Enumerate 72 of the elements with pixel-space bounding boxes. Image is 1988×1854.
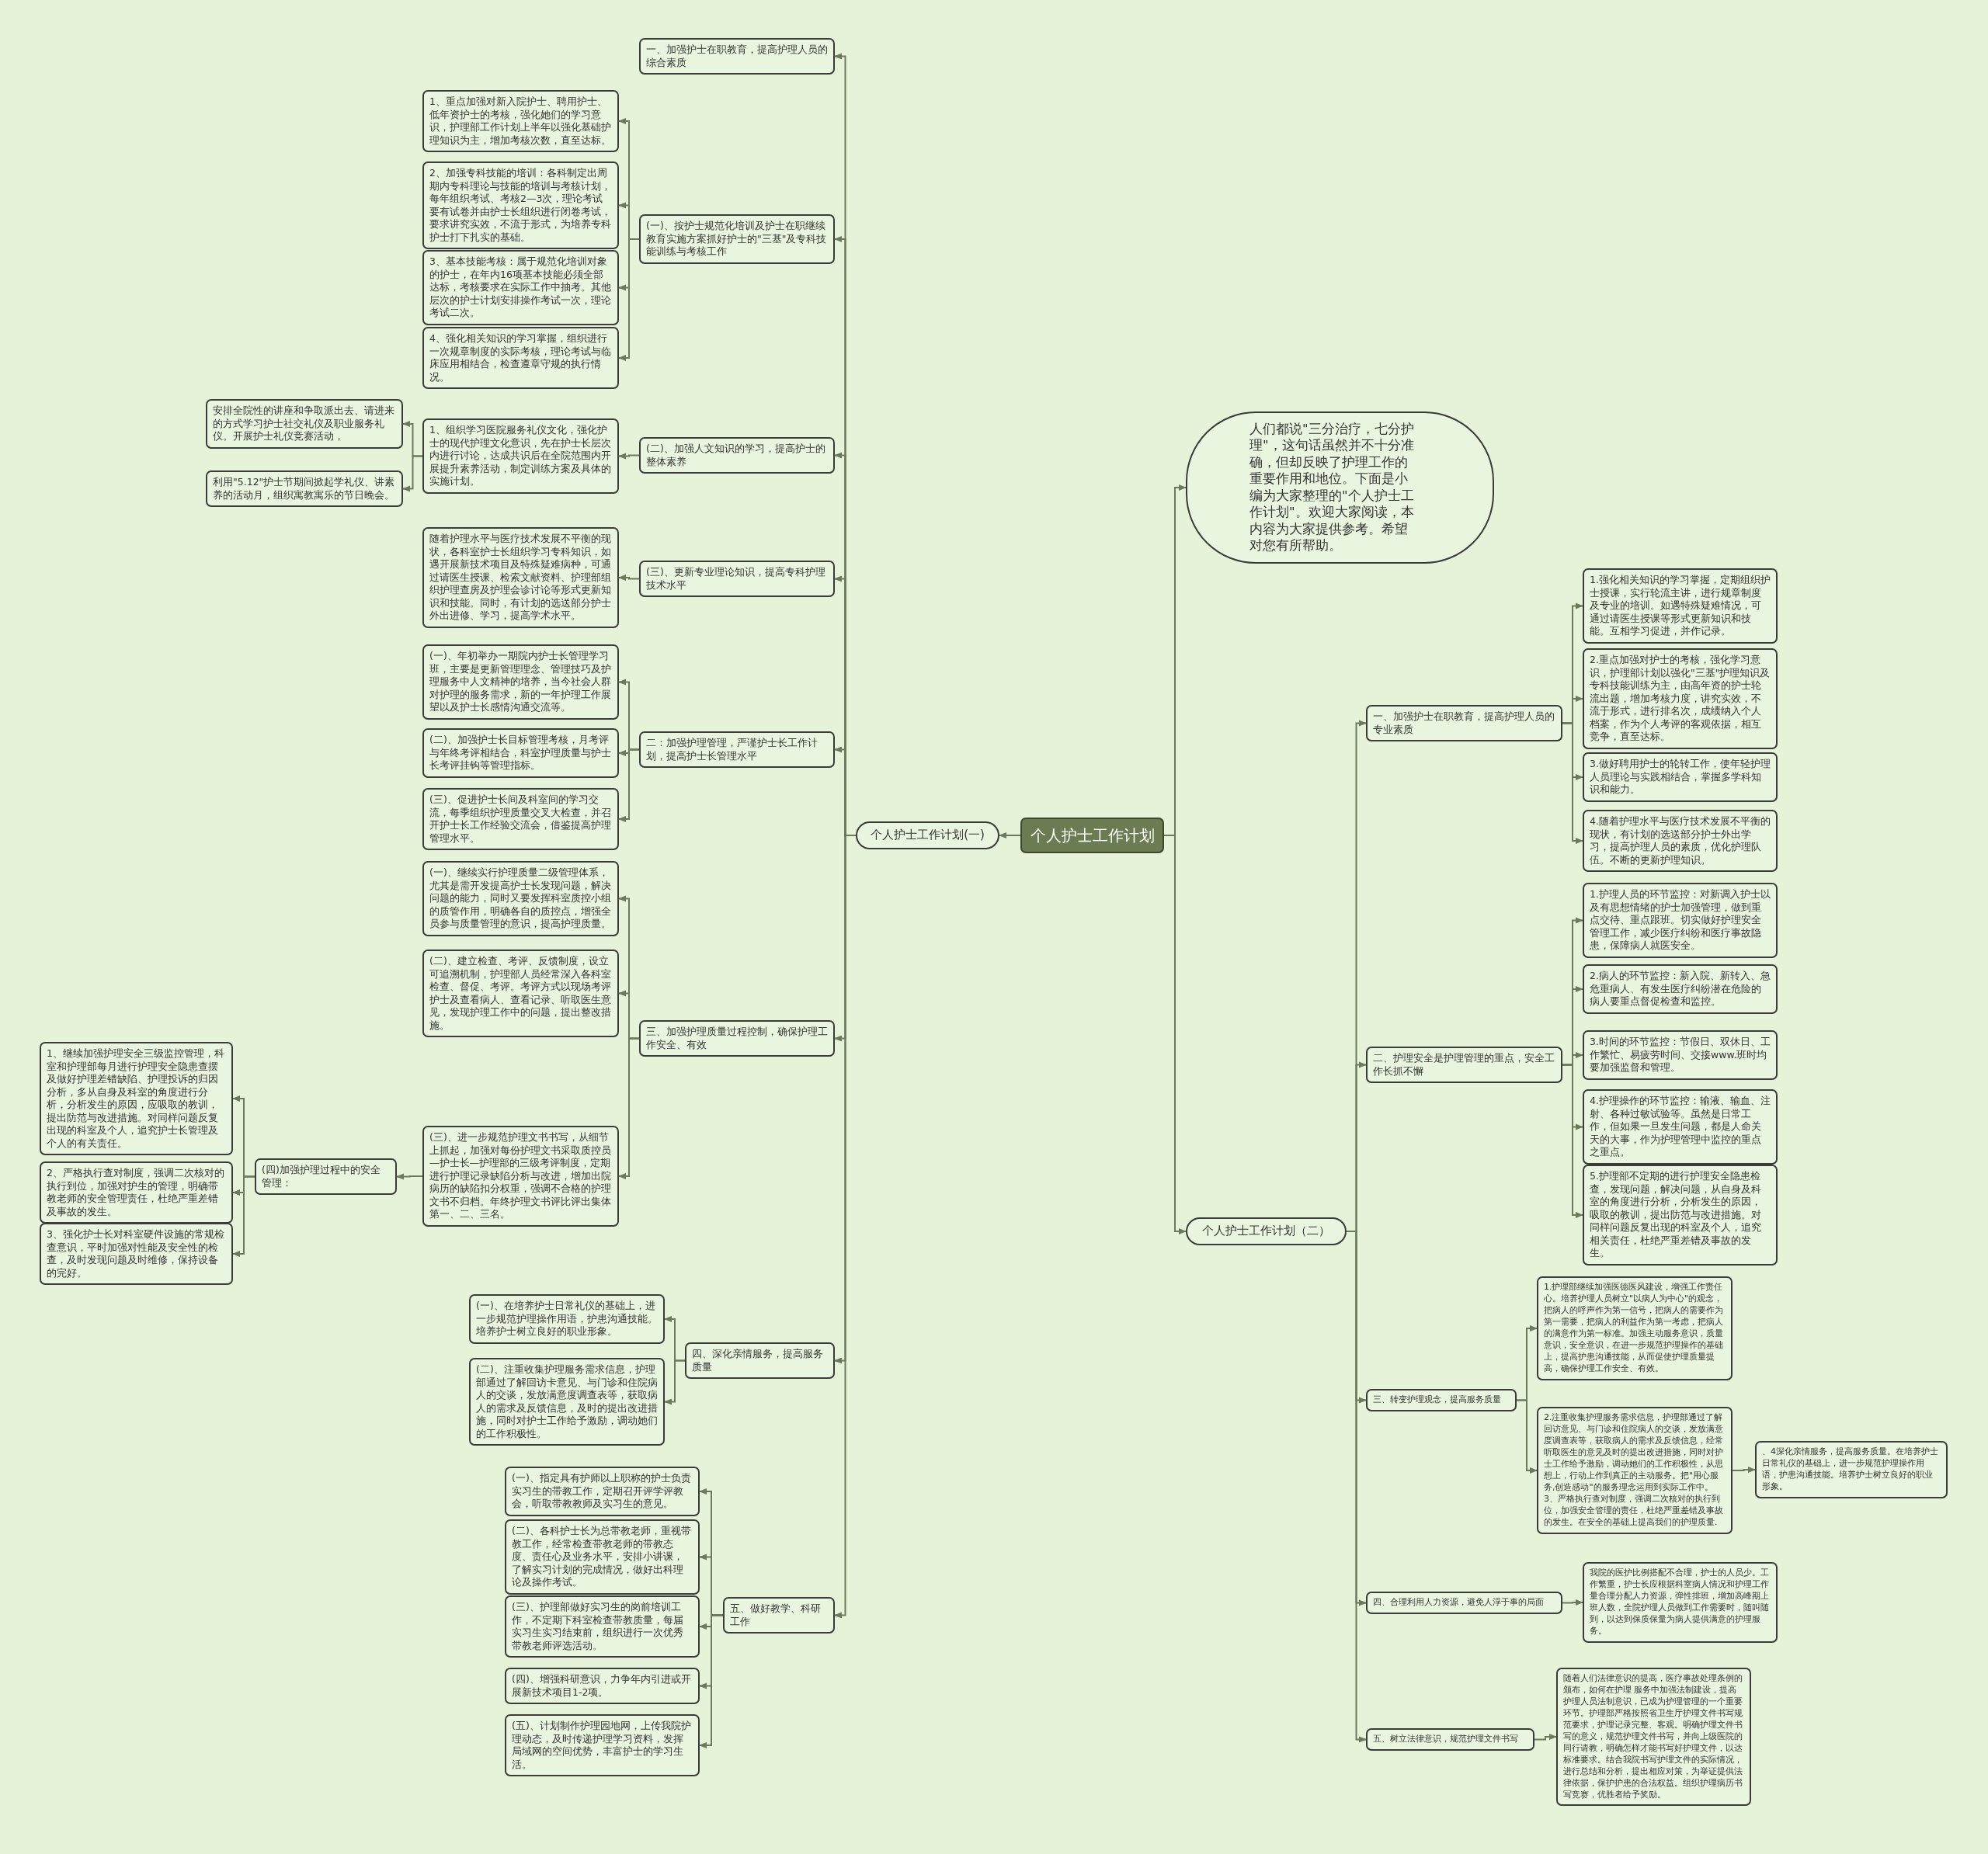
connector-arrow	[618, 238, 640, 361]
topic-box: (二)、加强护士长目标管理考核，月考评与年终考评相结合，科室护理质量与护士长考评挂钩等管理指标。	[422, 728, 619, 778]
topic-box: (三)、更新专业理论知识，提高专科护理技术水平	[639, 561, 835, 597]
topic-box: (三)、进一步规范护理文书书写，从细节上抓起，加强对每份护理文书采取质控员—护士长—护理部的三级考评制度，定期进行护理记录缺陷分析与改进，增加出院病历的缺陷扣分权重，强调不合格的护理文书不归档。年终护理文书评比评出集体第一、二、三名。	[422, 1126, 619, 1227]
topic-box: 安排全院性的讲座和争取派出去、请进来的方式学习护士社交礼仪及职业服务礼仪。开展护士礼仪竞赛活动，	[206, 399, 403, 449]
topic-box: (一)、在培养护士日常礼仪的基础上，进一步规范护理操作用语，护患沟通技能。培养护士树立良好的职业形象。	[469, 1294, 665, 1344]
topic-box: (四)、增强科研意识，力争年内引进或开展新技术项目1-2项。	[505, 1668, 700, 1704]
topic-box: 5.护理部不定期的进行护理安全隐患检查，发现问题，解决问题，从自身及科室的角度进行分析，分析发生的原因，吸取的教训，提出防范与改进措施。对同样问题反复出现的科室及个人，追究相关责任，杜绝严重差错及事故的发生。	[1583, 1165, 1778, 1266]
connector-arrow	[664, 1359, 686, 1405]
topic-box: 三、加强护理质量过程控制，确保护理工作安全、有效	[639, 1020, 835, 1057]
topic-box: 2.重点加强对护士的考核，强化学习意识，护理部计划以强化"三基"护理知识及专科技能训练为主，由高年资的护士轮流出题，增加考核力度，讲究实效，不流于形式，进行排名次，成绩纳入个人档案，作为个人考评的客观依据，相互竞争，直至达标。	[1583, 648, 1778, 749]
connector-arrow	[1562, 1599, 1583, 1606]
connector-arrow	[618, 575, 640, 581]
connector-arrow	[999, 832, 1021, 838]
topic-box: (二)、各科护士长为总带教老师，重视带教工作，经常检查带教老师的带教态度、责任心及业务水平，安排小讲课，了解实习计划的完成情况，做好出科理论及操作考试。	[505, 1519, 700, 1595]
topic-box: 利用"5.12"护士节期间掀起学礼仪、讲素养的活动月，组织寓教寓乐的节日晚会。	[206, 470, 403, 507]
topic-box: 1.护理部继续加强医德医风建设，增强工作责任心。培养护理人员树立"以病人为中心"的观念，把病人的呼声作为第一信号，把病人的需要作为第一需要，把病人的利益作为第一考虑，把病人的满意作为第一标准。加强主动服务意识，质量意识，安全意识，在进一步规范护理操作的基础上，提高护患沟通技能，从而促使护理质量提高，确保护理工作安全、有效。	[1537, 1276, 1733, 1380]
topic-box: 、4深化亲情服务，提高服务质量。在培养护士日常礼仪的基础上，进一步规范护理操作用语，护患沟通技能。培养护士树立良好的职业形象。	[1755, 1441, 1948, 1498]
topic-box: 3.做好聘用护士的轮转工作，使年轻护理人员理论与实践相结合，掌握多学科知识和能力。	[1583, 752, 1778, 802]
connector-arrow	[1732, 1467, 1756, 1473]
topic-box: (四)加强护理过程中的安全管理：	[255, 1158, 397, 1195]
topic-box: (五)、计划制作护理园地网，上传我院护理动态，及时传递护理学习资料，发挥局域网的空间优势，丰富护士的学习生活。	[505, 1714, 700, 1776]
topic-box: 3.时间的环节监控：节假日、双休日、工作繁忙、易疲劳时间、交接www.班时均要加强监督和管理。	[1583, 1030, 1778, 1080]
connector-arrow	[618, 453, 640, 460]
topic-box: 3、强化护士长对科室硬件设施的常规检查意识，平时加强对性能及安全性的检查，及时发现问题及时维修，保持设备的完好。	[40, 1223, 233, 1285]
topic-box: 三、转变护理观念，提高服务质量	[1366, 1389, 1517, 1411]
topic-box: 随着护理水平与医疗技术发展不平衡的现状，各科室护士长组织学习专科知识，如遇开展新技术项目及特殊疑难病种，可通过请医生授课、检索文献资料、护理部组织护理查房及护理会诊讨论等形式更新知识和技能。同时，有计划的选送部分护士外出进修、学习，提高学术水平。	[422, 527, 619, 628]
central-topic-box: 个人护士工作计划	[1020, 818, 1164, 854]
topic-box: 我院的医护比例搭配不合理，护士的人员少。工作繁重，护士长应根据科室病人情况和护理工作量合理分配人力资源，弹性排班，增加高峰期上班人数，全院护理人员做到工作需要时，随叫随到，以达到保质保量为病人提供满意的护理服务。	[1583, 1562, 1778, 1643]
topic-box: 2、加强专科技能的培训：各科制定出周期内专科理论与技能的培训与考核计划，每年组织考试、考核2—3次，理论考试要有试卷并由护士长组织进行闭卷考试，要求讲究实效，不流于形式，为培养专科护士打下扎实的基础。	[422, 161, 619, 249]
connector-arrow	[618, 1037, 640, 1179]
topic-box: (一)、按护士规范化培训及护士在职继续教育实施方案抓好护士的"三基"及专科技能训练与考核工作	[639, 214, 835, 264]
topic-box: 1、继续加强护理安全三级监控管理，科室和护理部每月进行护理安全隐患查摆及做好护理差错缺陷、护理投诉的归因分析，多从自身及科室的角度进行分析，分析发生的原因，应吸取的教训，提出防范与改进措施。对同样问题反复出现的科室及个人，追究护士长管理及个人的有关责任。	[40, 1042, 233, 1155]
topic-box: 4、强化相关知识的学习掌握，组织进行一次规章制度的实际考核，理论考试与临床应用相结合，检查遵章守规的执行情况。	[422, 327, 619, 389]
topic-box: 2.注重收集护理服务需求信息，护理部通过了解回访意见、与门诊和住院病人的交谈，发放满意度调查表等，获取病人的需求及反馈信息，经常听取医生的意见及时的提出改进措施，同时对护士工作给予激励，调动她们的工作积极性，从思想上，行动上作到真正的主动服务。把"用心服务,创造感动"的服务理念运用到实际工作中。3、严格执行查对制度，强调二次核对的执行到位，加强安全管理的责任，杜绝严重差错及事故的发生。在安全的基础上提高我们的护理质量.	[1537, 1407, 1733, 1534]
connector-arrow	[232, 1175, 255, 1257]
topic-box: (一)、年初举办一期院内护士长管理学习班，主要是更新管理理念、管理技巧及护理服务中人文精神的培养，当今社会人群对护理的服务需求，新的一年护理工作展望以及护士长感情沟通交流等。	[422, 644, 619, 720]
connector-arrow	[699, 1614, 724, 1748]
connector-arrow	[1562, 722, 1583, 844]
topic-box: 四、深化亲情服务，提高服务质量	[685, 1342, 835, 1379]
intro-bubble: 人们都说"三分治疗，七分护理"，这句话虽然并不十分准确，但却反映了护理工作的重要作用和地位。下面是小编为大家整理的"个人护士工作计划"。欢迎大家阅读，本内容为大家提供参考。希望对您有所帮助。	[1186, 411, 1494, 564]
connector-arrow	[402, 455, 423, 492]
topic-box: (一)、指定具有护师以上职称的护士负责实习生的带教工作，定期召开评学评教会，听取带教教师及实习生的意见。	[505, 1467, 700, 1516]
topic-box: 1、重点加强对新入院护士、聘用护士、低年资护士的考核，强化她们的学习意识，护理部工作计划上半年以强化基础护理知识为主，增加考核次数，直至达标。	[422, 90, 619, 152]
topic-box: 五、树立法律意识，规范护理文件书写	[1366, 1728, 1534, 1751]
topic-box: 二、护理安全是护理管理的重点，安全工作长抓不懈	[1366, 1047, 1562, 1083]
topic-box: (三)、护理部做好实习生的岗前培训工作，不定期下科室检查带教质量，每届实习生实习结束前，组织进行一次优秀带教老师评选活动。	[505, 1595, 700, 1658]
topic-box: 随着人们法律意识的提高，医疗事故处理条例的颁布，如何在护理 服务中加强法制建设，提高护理人员法制意识，已成为护理管理的一个重要环节。护理部严格按照省卫生厅护理文件书写规范要求，护理记录完整、客观。明确护理文件书写的意义，规范护理文件书写，并向上级医院的同行请教，明确怎样才能书写好护理文件，以达标准要求。结合我院书写护理文件的实际情况，进行总结和分析，提出相应对策，为举证提供法律依据，保护护患的合法权益。组织护理病历书写竞赛，优胜者给予奖励。	[1556, 1668, 1751, 1807]
topic-box: (二)、建立检查、考评、反馈制度，设立可追溯机制，护理部人员经常深入各科室检查、督促、考评。考评方式以现场考评护士及查看病人、查看记录、听取医生意见，发现护理工作中的问题，提出整改措施。	[422, 950, 619, 1037]
topic-box: 1.护理人员的环节监控：对新调入护士以及有思想情绪的护士加强管理，做到重点交待、重点跟班。切实做好护理安全管理工作，减少医疗纠纷和医疗事故隐患，保障病人就医安全。	[1583, 883, 1778, 958]
topic-box: 二：加强护理管理，严谨护士长工作计划，提高护士长管理水平	[639, 731, 835, 768]
topic-box: 4.护理操作的环节监控：输液、输血、注射、各种过敏试验等。虽然是日常工作，但如果一旦发生问题，都是人命关天的大事，作为护理管理中监控的重点之重点。	[1583, 1089, 1778, 1165]
connector-arrow	[1516, 1399, 1538, 1474]
topic-box: 一、加强护士在职教育，提高护理人员的专业素质	[1366, 705, 1562, 741]
topic-box: 4.随着护理水平与医疗技术发展不平衡的现状，有计划的选送部分护士外出学习，提高护理人员的素质，优化护理队伍。不断的更新护理知识。	[1583, 810, 1778, 872]
topic-box: 一、加强护士在职教育，提高护理人员的综合素质	[639, 38, 835, 75]
topic-box: (一)、继续实行护理质量二级管理体系，尤其是需开发提高护士长发现问题，解决问题的能力，同时又要发挥科室质控小组的质管作用，明确各自的质控点，增强全员参与质量管理的意识，提高护理质量。	[422, 861, 619, 936]
topic-box: 1.强化相关知识的学习掌握，定期组织护士授课，实行轮流主讲，进行规章制度及专业的培训。如遇特殊疑难情况，可通过请医生授课等形式更新知识和技能。互相学习促进，并作记录。	[1583, 568, 1778, 644]
topic-box: (二)、加强人文知识的学习，提高护士的整体素养	[639, 437, 835, 474]
topic-box: 2.病人的环节监控：新入院、新转入、急危重病人、有发生医疗纠纷潜在危险的病人要重点督促检查和监控。	[1583, 964, 1778, 1014]
topic-box: (三)、促进护士长间及科室间的学习交流，每季组织护理质量交叉大检查，并召开护士长工作经验交流会，借鉴提高护理管理水平。	[422, 788, 619, 850]
branch-topic-pill: 个人护士工作计划(一)	[856, 821, 999, 849]
connector-arrow	[618, 748, 640, 822]
connector-arrow	[396, 1173, 423, 1180]
topic-box: 四、合理利用人力资源，避免人浮于事的局面	[1366, 1592, 1562, 1614]
topic-box: (二)、注重收集护理服务需求信息，护理部通过了解回访卡意见、与门诊和住院病人的交谈，发放满意度调查表等，获取病人的需求及反馈信息，及时的提出改进措施，同时对护士工作给予激励，调动她们的工作积极性。	[469, 1358, 665, 1446]
connector-arrow	[1534, 1734, 1557, 1741]
topic-box: 五、做好教学、科研工作	[723, 1597, 835, 1634]
topic-box: 2、严格执行查对制度，强调二次核对的执行到位，加强对护生的管理，明确带教老师的安全管理责任，杜绝严重差错及事故的发生。	[40, 1161, 233, 1224]
topic-box: 3、基本技能考核：属于规范化培训对象的护士，在年内16项基本技能必须全部达标，考核要求在实际工作中抽考。其他层次的护士计划安排操作考试一次，理论考试二次。	[422, 250, 619, 325]
topic-box: 1、组织学习医院服务礼仪文化，强化护士的现代护理文化意识，先在护士长层次内进行讨论，达成共识后在全院范围内开展提升素养活动，制定训练方案及具体的实施计划。	[422, 418, 619, 494]
branch-topic-pill: 个人护士工作计划（二）	[1186, 1217, 1347, 1245]
